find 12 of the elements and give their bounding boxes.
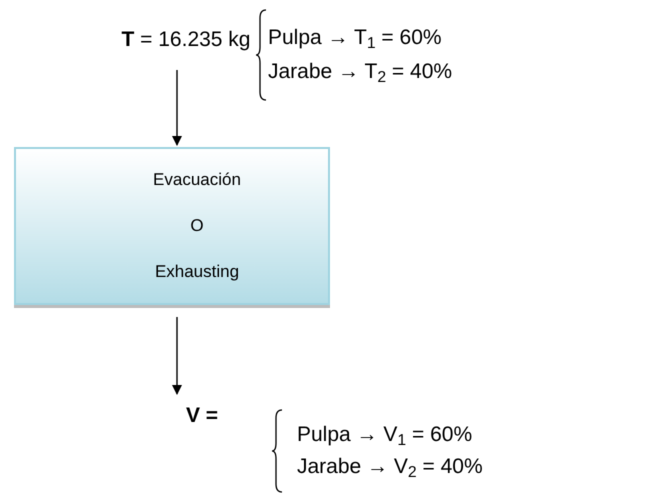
composition-label: Pulpa → T$_{1}$ = 60%	[268, 27, 442, 48]
arrow	[172, 317, 182, 395]
composition-label: Jarabe → T$_{2}$ = 40%	[268, 61, 452, 82]
process-label: O	[190, 215, 204, 237]
stream-label: V =	[186, 403, 218, 430]
process-box	[14, 147, 330, 305]
process-label: Evacuación	[153, 169, 241, 191]
stream-label: T = 16.235 kg	[121, 27, 250, 54]
composition-label: Jarabe → V$_{2}$ = 40%	[297, 456, 483, 477]
process-label: Exhausting	[154, 261, 240, 283]
composition-label: Pulpa → V$_{1}$ = 60%	[297, 424, 472, 445]
arrow	[172, 70, 182, 146]
